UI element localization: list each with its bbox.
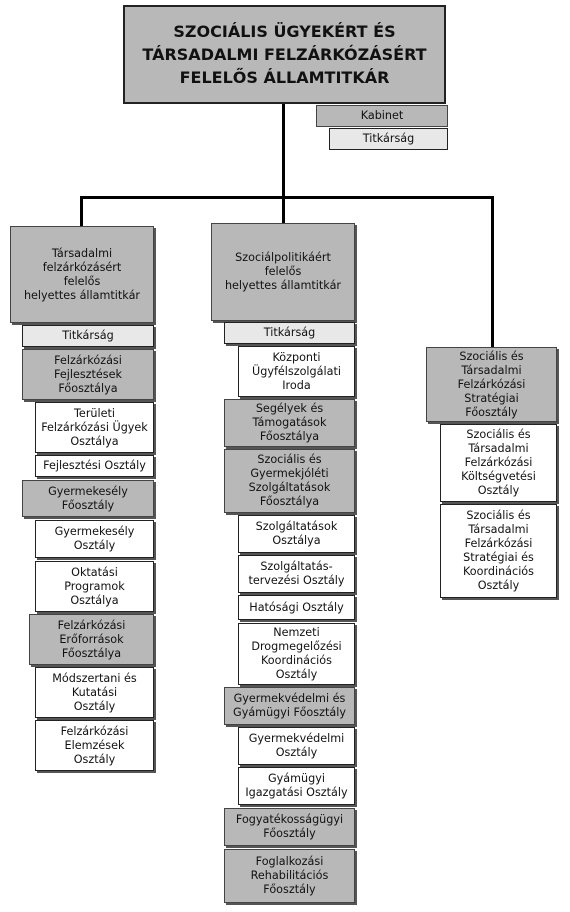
right-item-koltsegvetesi: Szociális és Társadalmi Felzárkózási Köl… [440, 424, 557, 502]
left-item-gyermekesely-fooszt: Gyermekesély Főosztály [22, 480, 154, 517]
middle-item-hatosagi-osztaly: Hatósági Osztály [238, 595, 355, 620]
middle-item-szocialis-gyermekjoleti: Szociális és Gyermekjóléti Szolgáltatáso… [224, 449, 355, 513]
left-item-felzarkozasi-elemzesek: Felzárkózási Elemzések Osztály [35, 720, 154, 771]
left-item-felzarkozasi-eroforrasok: Felzárkózási Erőforrások Főosztálya [29, 614, 154, 665]
middle-item-foglalkozasi-rehabilitacios: Foglalkozási Rehabilitációs Főosztály [224, 849, 355, 903]
middle-item-szolgaltatasok-osztalya: Szolgáltatások Osztálya [238, 515, 355, 553]
middle-item-nemzeti-drogmegelozesi: Nemzeti Drogmegelőzési Koordinációs Oszt… [238, 623, 355, 685]
middle-item-szolgaltatas-tervezesi: Szolgáltatás- tervezési Osztály [238, 555, 355, 593]
right-item-strategiai-koordinacios: Szociális és Társadalmi Felzárkózási Str… [440, 504, 557, 598]
left-item-modszertani: Módszertani és Kutatási Osztály [35, 667, 154, 718]
middle-item-fogyatekossagugyi: Fogyatékosságügyi Főosztály [224, 808, 355, 846]
right-strategic-head: Szociális és Társadalmi Felzárkózási Str… [426, 347, 557, 422]
middle-item-kozponti-ugyfelszolgalati: Központi Ügyfélszolgálati Iroda [238, 346, 355, 397]
left-item-fejlesztesi-osztaly: Fejlesztési Osztály [35, 455, 154, 477]
connector-horizontal-bar [80, 196, 494, 199]
middle-titkarsag: Titkárság [224, 322, 355, 344]
connector-middle-vertical [282, 196, 285, 224]
top-titkarsag-box: Titkárság [329, 128, 448, 150]
middle-item-gyermekvedelmi-osztaly: Gyermekvédelmi Osztály [238, 727, 355, 765]
middle-item-gyermekvedelmi-gyamugyi: Gyermekvédelmi és Gyámügyi Főosztály [224, 687, 355, 725]
left-item-teruleti-felzarkozasi: Területi Felzárkózási Ügyek Osztálya [35, 402, 154, 453]
middle-deputy-head: Szociálpolitikáért felelős helyettes áll… [211, 223, 355, 321]
left-titkarsag: Titkárság [22, 325, 154, 347]
left-item-felzarkozasi-fejlesztesek: Felzárkózási Fejlesztések Főosztálya [22, 349, 154, 400]
connector-top-vertical [282, 103, 285, 200]
connector-right-vertical [491, 196, 494, 348]
left-item-gyermekesely-oszt: Gyermekesély Osztály [35, 520, 154, 558]
kabinet-box: Kabinet [316, 105, 448, 127]
left-item-oktatasi-programok: Oktatási Programok Osztálya [35, 561, 154, 612]
connector-left-vertical [80, 196, 83, 227]
left-deputy-head: Társadalmi felzárkózásért felelős helyet… [10, 226, 154, 323]
middle-item-segelyek: Segélyek és Támogatások Főosztálya [224, 399, 355, 447]
middle-item-gyamugyi-igazgatasi: Gyámügyi Igazgatási Osztály [238, 767, 355, 805]
state-secretary-box: SZOCIÁLIS ÜGYEKÉRT ÉS TÁRSADALMI FELZÁRK… [123, 5, 446, 104]
